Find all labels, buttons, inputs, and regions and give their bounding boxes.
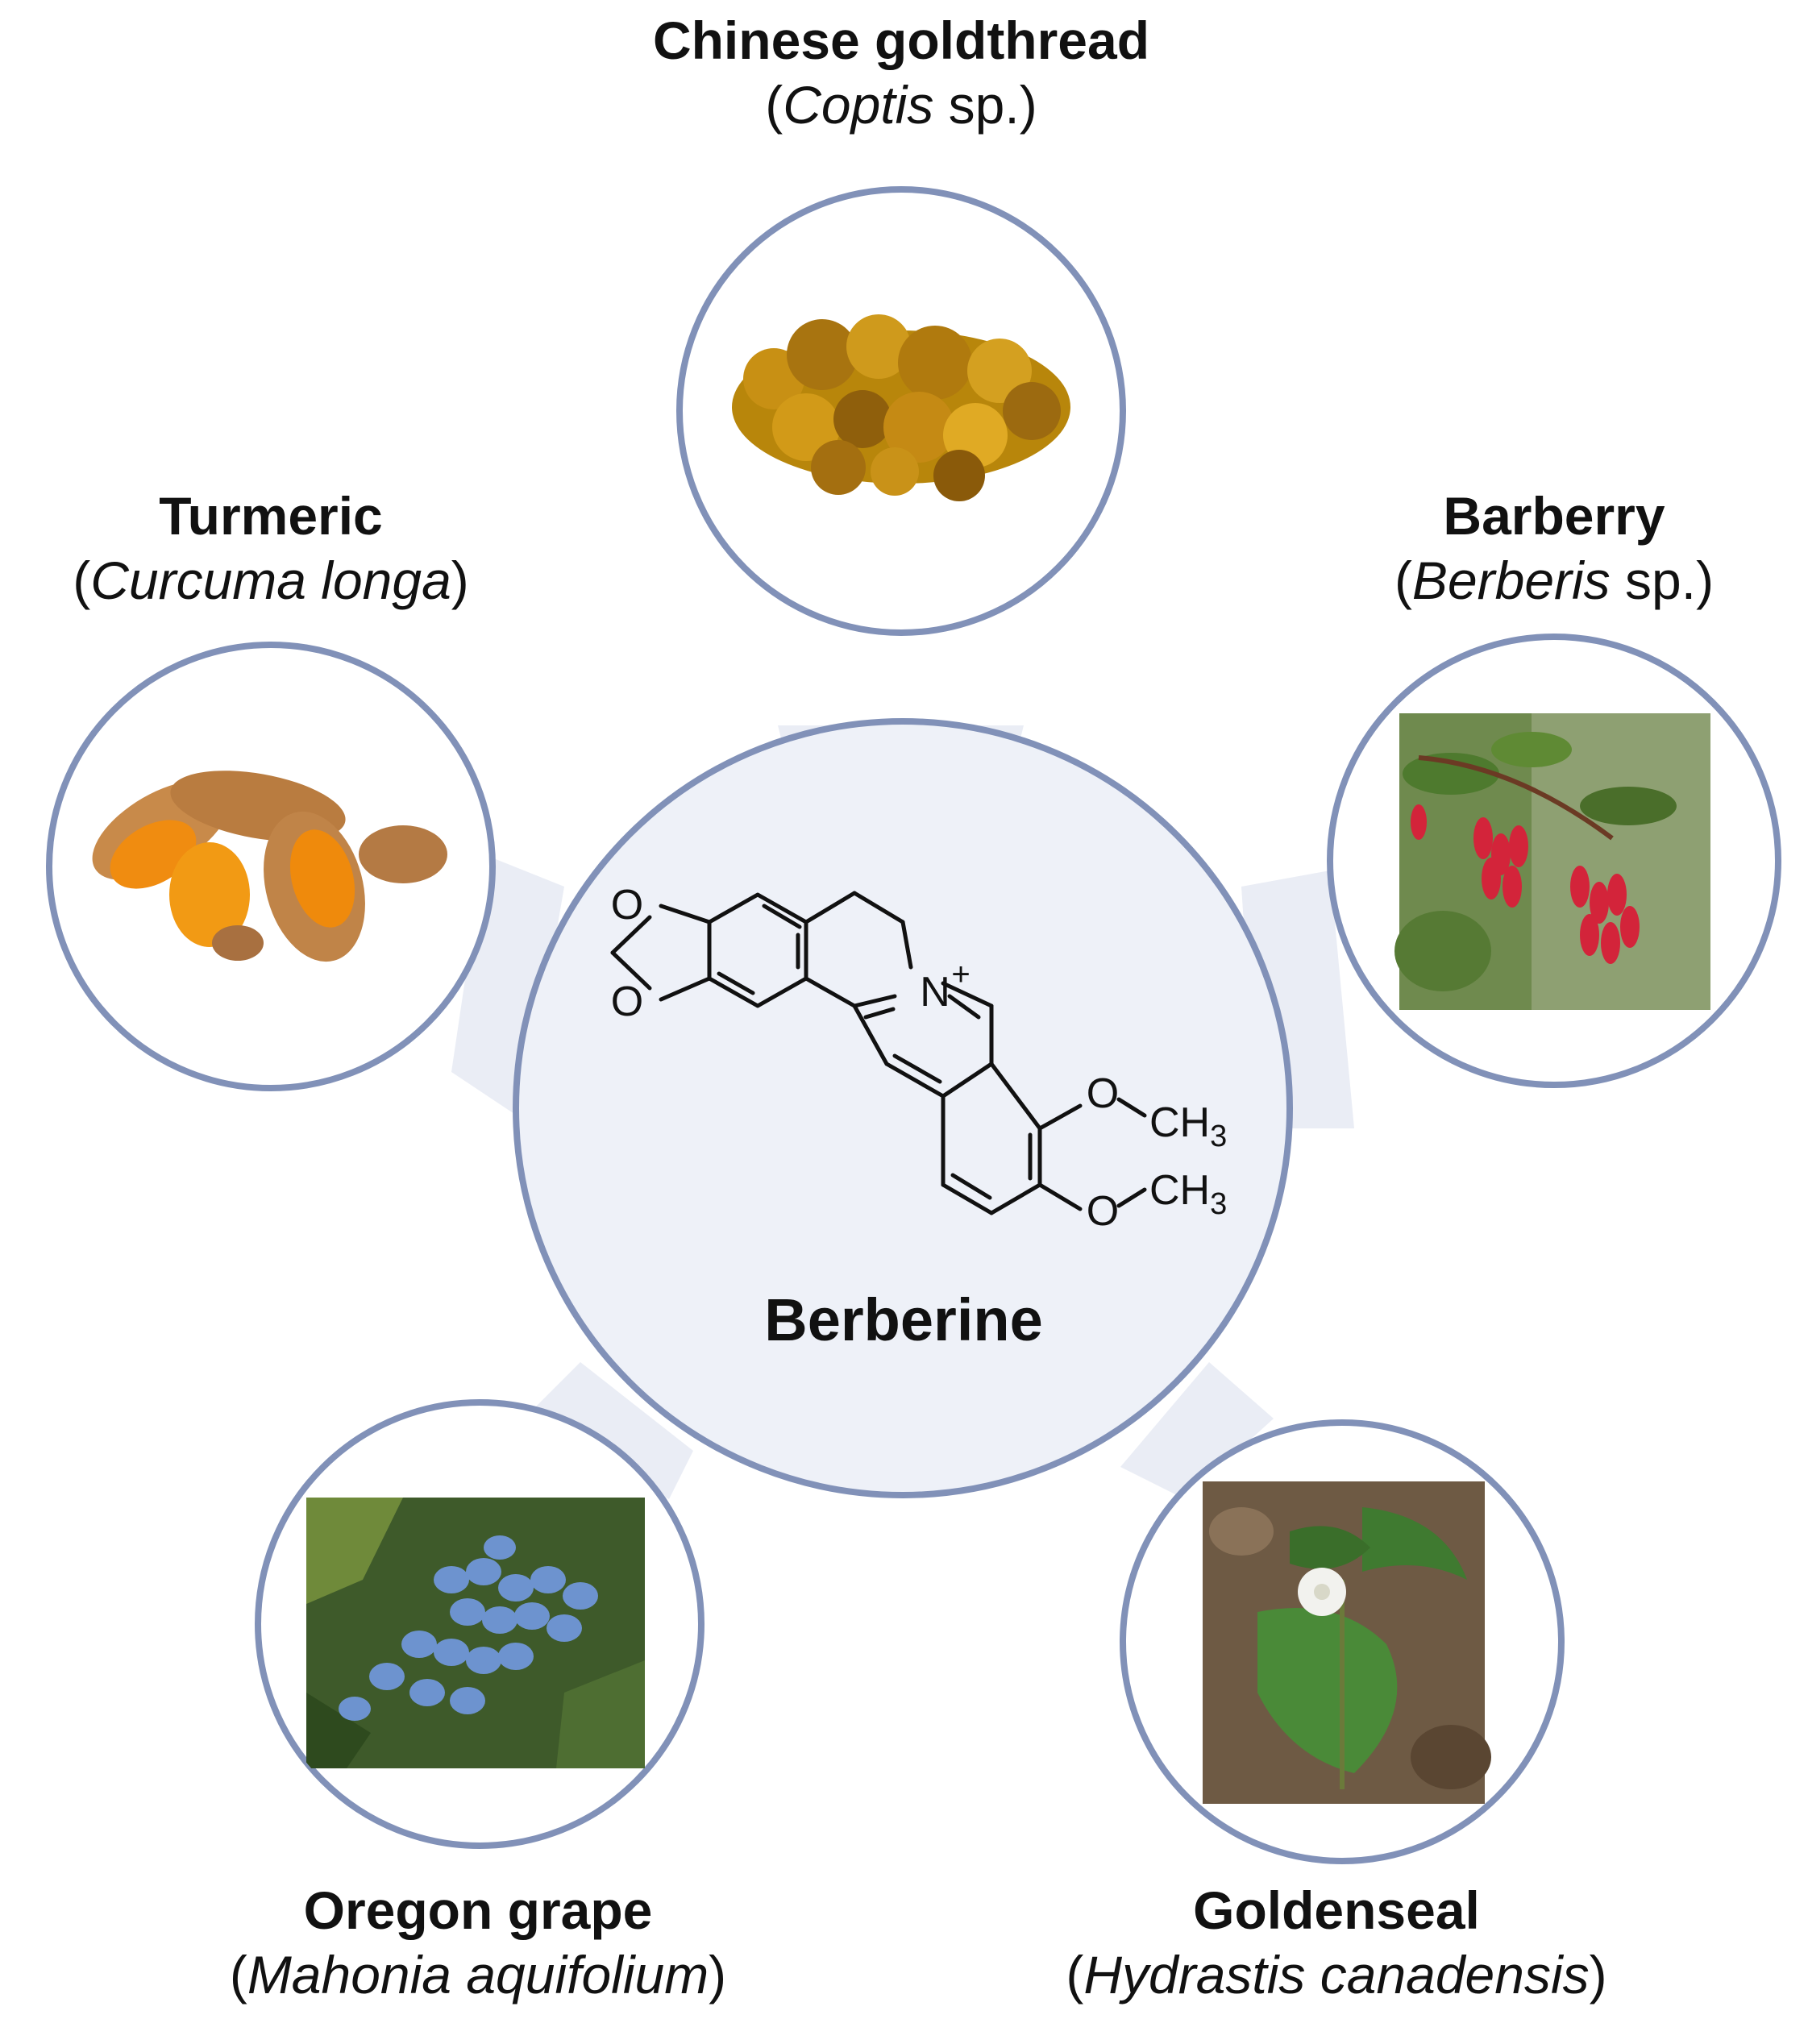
- goldenseal-photo-image: [1203, 1481, 1491, 1804]
- label-turmeric: Turmeric (Curcuma longa): [29, 484, 513, 613]
- berberine-atom-labels: O O N + O O CH3 CH3: [611, 882, 1227, 1235]
- label-barberry: Barberry (Berberis sp.): [1312, 484, 1796, 613]
- ch3-2-ch: CH: [1149, 1167, 1210, 1214]
- atom-o-methoxy2: O: [1087, 1188, 1119, 1235]
- ch3-1-sub: 3: [1210, 1120, 1227, 1153]
- common-name-barberry: Barberry: [1443, 486, 1665, 546]
- atom-o-methoxy1: O: [1087, 1070, 1119, 1117]
- scientific-name-chinese-goldthread: (Coptis sp.): [765, 75, 1037, 135]
- goldthread-rhizome-image: [732, 314, 1070, 501]
- scientific-name-barberry: (Berberis sp.): [1394, 550, 1714, 610]
- atom-o-top: O: [611, 882, 643, 929]
- scientific-name-goldenseal: (Hydrastis canadensis): [1066, 1945, 1607, 2005]
- scientific-name-oregon-grape: (Mahonia aquifolium): [229, 1945, 727, 2005]
- source-turmeric: [46, 642, 496, 1091]
- oregon-grape-photo-image: [306, 1498, 645, 1768]
- atom-ch3-2: CH3: [1149, 1167, 1227, 1221]
- center-label-berberine: Berberine: [764, 1286, 1043, 1353]
- atom-n-charge: +: [951, 957, 970, 992]
- turmeric-root-image: [92, 771, 447, 962]
- source-chinese-goldthread: [676, 186, 1126, 636]
- atom-n: N: [920, 969, 950, 1016]
- atom-o-bottom: O: [611, 978, 643, 1025]
- barberry-photo-image: [1394, 713, 1710, 1010]
- label-chinese-goldthread: Chinese goldthread (Coptis sp.): [579, 8, 1224, 137]
- scientific-name-turmeric: (Curcuma longa): [73, 550, 469, 610]
- connector-goldenseal: [1120, 1362, 1274, 1499]
- berberine-structure: [610, 891, 1147, 1215]
- source-barberry: [1327, 634, 1781, 1088]
- common-name-chinese-goldthread: Chinese goldthread: [652, 10, 1150, 70]
- common-name-turmeric: Turmeric: [159, 486, 383, 546]
- ch3-2-sub: 3: [1210, 1187, 1227, 1221]
- atom-ch3-1: CH3: [1149, 1099, 1227, 1153]
- label-goldenseal: Goldenseal (Hydrastis canadensis): [982, 1878, 1691, 2007]
- source-goldenseal: [1120, 1419, 1565, 1864]
- source-oregon-grape: [255, 1399, 704, 1849]
- label-oregon-grape: Oregon grape (Mahonia aquifolium): [156, 1878, 800, 2007]
- common-name-oregon-grape: Oregon grape: [303, 1880, 653, 1940]
- center-circle: [513, 718, 1293, 1498]
- common-name-goldenseal: Goldenseal: [1193, 1880, 1480, 1940]
- connector-oregon: [524, 1362, 693, 1499]
- ch3-1-ch: CH: [1149, 1099, 1210, 1146]
